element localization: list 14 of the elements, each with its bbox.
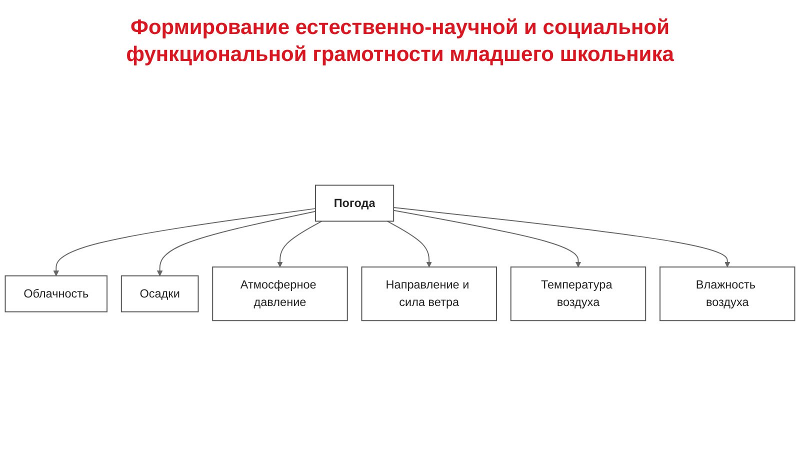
arrow	[277, 220, 322, 267]
arrow	[393, 210, 582, 267]
title: Формирование естественно-научной и социальной функциональной грамотности младшего школьника	[125, 15, 675, 68]
arrow	[156, 210, 316, 276]
node-box: Погода	[315, 184, 394, 222]
arrow	[53, 208, 316, 276]
node-box: Влажность воздуха	[660, 266, 796, 321]
node-box: Атмосферное давление	[212, 266, 348, 321]
node-box: Облачность	[4, 275, 108, 312]
node-box: Осадки	[120, 275, 199, 312]
node-box: Направление и сила ветра	[361, 266, 497, 321]
node-box: Температура воздуха	[510, 266, 646, 321]
arrow	[386, 220, 432, 267]
arrow	[393, 206, 730, 267]
